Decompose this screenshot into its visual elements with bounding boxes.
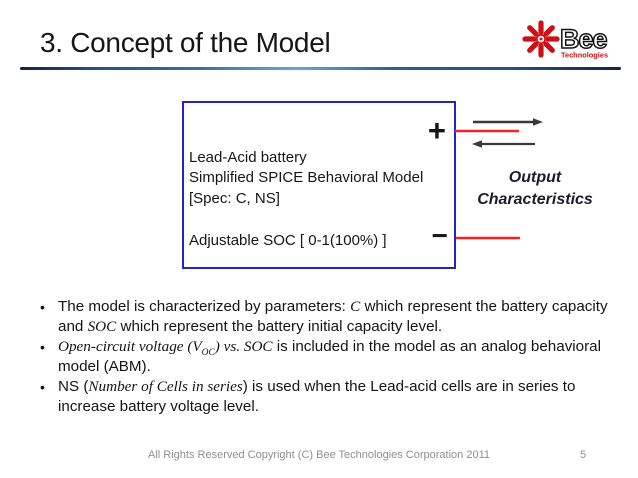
bullet-item-ns-series: • NS (Number of Cells in series) is used… bbox=[28, 377, 612, 417]
model-box-description: Lead-Acid battery Simplified SPICE Behav… bbox=[189, 148, 423, 188]
model-box-line-1: Lead-Acid battery bbox=[189, 149, 307, 166]
page-title: 3. Concept of the Model bbox=[40, 27, 331, 58]
bullet-list: • The model is characterized by paramete… bbox=[28, 297, 612, 417]
bee-asterisk-icon bbox=[522, 20, 560, 58]
logo-wordmark-sub: Technologies bbox=[561, 51, 608, 60]
model-box-line-2: Simplified SPICE Behavioral Model bbox=[189, 169, 424, 186]
page-number: 5 bbox=[580, 449, 587, 461]
copyright-footer: All Rights Reserved Copyright (C) Bee Te… bbox=[148, 449, 490, 461]
output-label-line-2: Characteristics bbox=[477, 191, 593, 208]
bullet-icon: • bbox=[40, 299, 45, 315]
battery-model-box: Lead-Acid battery Simplified SPICE Behav… bbox=[182, 101, 456, 269]
bullet-icon: • bbox=[40, 339, 45, 355]
title-divider bbox=[20, 67, 621, 70]
plus-terminal: + bbox=[427, 113, 446, 148]
logo-wordmark: Bee bbox=[560, 24, 608, 54]
bee-logo-graphic: Bee Technologies bbox=[522, 20, 609, 60]
arrow-left-icon bbox=[472, 140, 535, 148]
bullet-item-open-circuit-voltage: • Open-circuit voltage (VOC) vs. SOC is … bbox=[28, 337, 612, 377]
bee-technologies-logo: Bee Technologies bbox=[522, 17, 628, 62]
model-box-soc: Adjustable SOC [ 0-1(100%) ] bbox=[189, 232, 387, 249]
arrow-right-icon bbox=[473, 118, 543, 126]
bullet-text: NS (Number of Cells in series) is used w… bbox=[58, 378, 576, 415]
bullet-text: The model is characterized by parameters… bbox=[58, 298, 608, 335]
bullet-item-parameters: • The model is characterized by paramete… bbox=[28, 297, 612, 337]
bullet-icon: • bbox=[40, 379, 45, 395]
output-label-line-1: Output bbox=[508, 169, 562, 186]
minus-terminal: − bbox=[431, 220, 448, 251]
model-box-spec: [Spec: C, NS] bbox=[189, 190, 280, 207]
bullet-text: Open-circuit voltage (VOC) vs. SOC is in… bbox=[58, 338, 601, 375]
output-characteristics-label: Output Characteristics bbox=[455, 167, 615, 211]
